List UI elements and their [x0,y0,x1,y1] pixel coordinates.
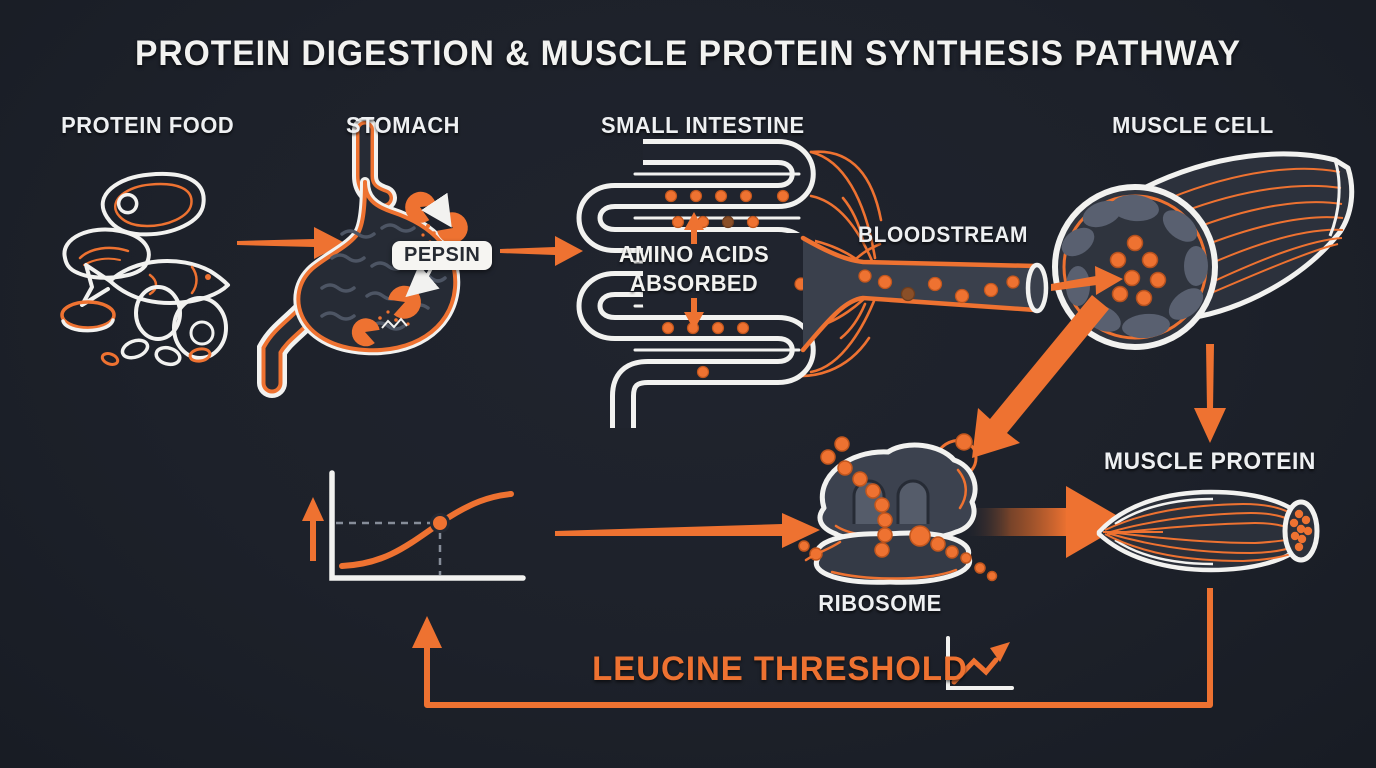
enzyme-action-arrow [421,192,452,228]
graph-threshold-point [430,513,450,533]
annotation-backdrop [643,233,815,311]
label-stomach: STOMACH [345,112,461,138]
absorption-arrow-down [684,298,704,330]
arrow-cell-to-ribosome [972,295,1109,458]
sliced-meat-icon [60,300,116,333]
label-muscle-cell: MUSCLE CELL [1112,112,1274,138]
label-small-intestine: SMALL INTESTINE [601,112,805,138]
gastric-fluid-lines [320,223,447,331]
steak-slice-icon [62,227,151,280]
amino-acid-cluster [1109,234,1167,307]
blood-amino-dots [858,269,1020,304]
absorption-arrow-up [684,212,704,244]
graph-threshold-dashes [336,521,442,575]
steak-icon [100,171,206,237]
leucine-feedback-loop [412,588,1213,708]
arrow-food-to-stomach [237,227,345,259]
vessel-opening [1025,262,1049,314]
vessel-wall-bottom [800,295,1038,353]
egg-icon [134,285,228,360]
label-muscle-protein: MUSCLE PROTEIN [1104,448,1316,475]
amino-acids-line1: AMINO ACIDS [618,241,770,267]
arrow-vessel-to-cell [1051,266,1123,295]
amino-acid-dots [661,189,808,379]
trend-chart-icon [946,636,1014,690]
small-subunit-accent [830,568,958,580]
amino-acids-annotation: AMINO ACIDS ABSORBED [599,240,789,298]
loop-arrowhead [412,616,442,648]
arrow-graph-to-ribosome [555,513,820,548]
protein-food-illustration [60,171,230,367]
stomach-illustration [257,117,468,398]
vessel-wall-top [800,235,1038,269]
fish-icon [80,259,230,307]
amino-acids-line2: ABSORBED [629,270,759,296]
label-bloodstream: BLOODSTREAM [858,222,1028,247]
peptide-bead-chain [798,433,998,582]
cut-face-fiber-dots [1289,509,1313,552]
graph-axes [329,470,526,581]
spindle-inner-contours [1114,497,1214,566]
large-subunit-accent2 [956,468,967,510]
label-ribosome: RIBOSOME [818,590,942,616]
graph-sigmoid-curve [339,491,514,569]
bloodstream-vessel [800,235,1123,353]
ribosome-illustration [798,433,998,585]
pepsin-badge: PEPSIN [392,241,493,270]
cone-tip-highlight [1328,159,1341,237]
leucine-threshold-label: LEUCINE THRESHOLD [592,650,968,688]
arrow-ribosome-to-muscle-protein [964,486,1128,558]
ribosome-tunnels [852,479,930,524]
leucine-response-graph [302,470,526,581]
graph-up-arrow [302,497,324,561]
peptide-squiggle [381,317,408,329]
arrow-cell-to-muscle-protein [1194,344,1226,443]
muscle-protein-illustration [1096,489,1320,573]
exit-strand [804,540,842,562]
arrow-stomach-to-intestine [500,236,583,266]
label-protein-food: PROTEIN FOOD [61,112,235,138]
small-intestine-illustration [576,139,883,428]
page-title: PROTEIN DIGESTION & MUSCLE PROTEIN SYNTH… [135,34,1241,73]
beans-icon [100,338,212,367]
